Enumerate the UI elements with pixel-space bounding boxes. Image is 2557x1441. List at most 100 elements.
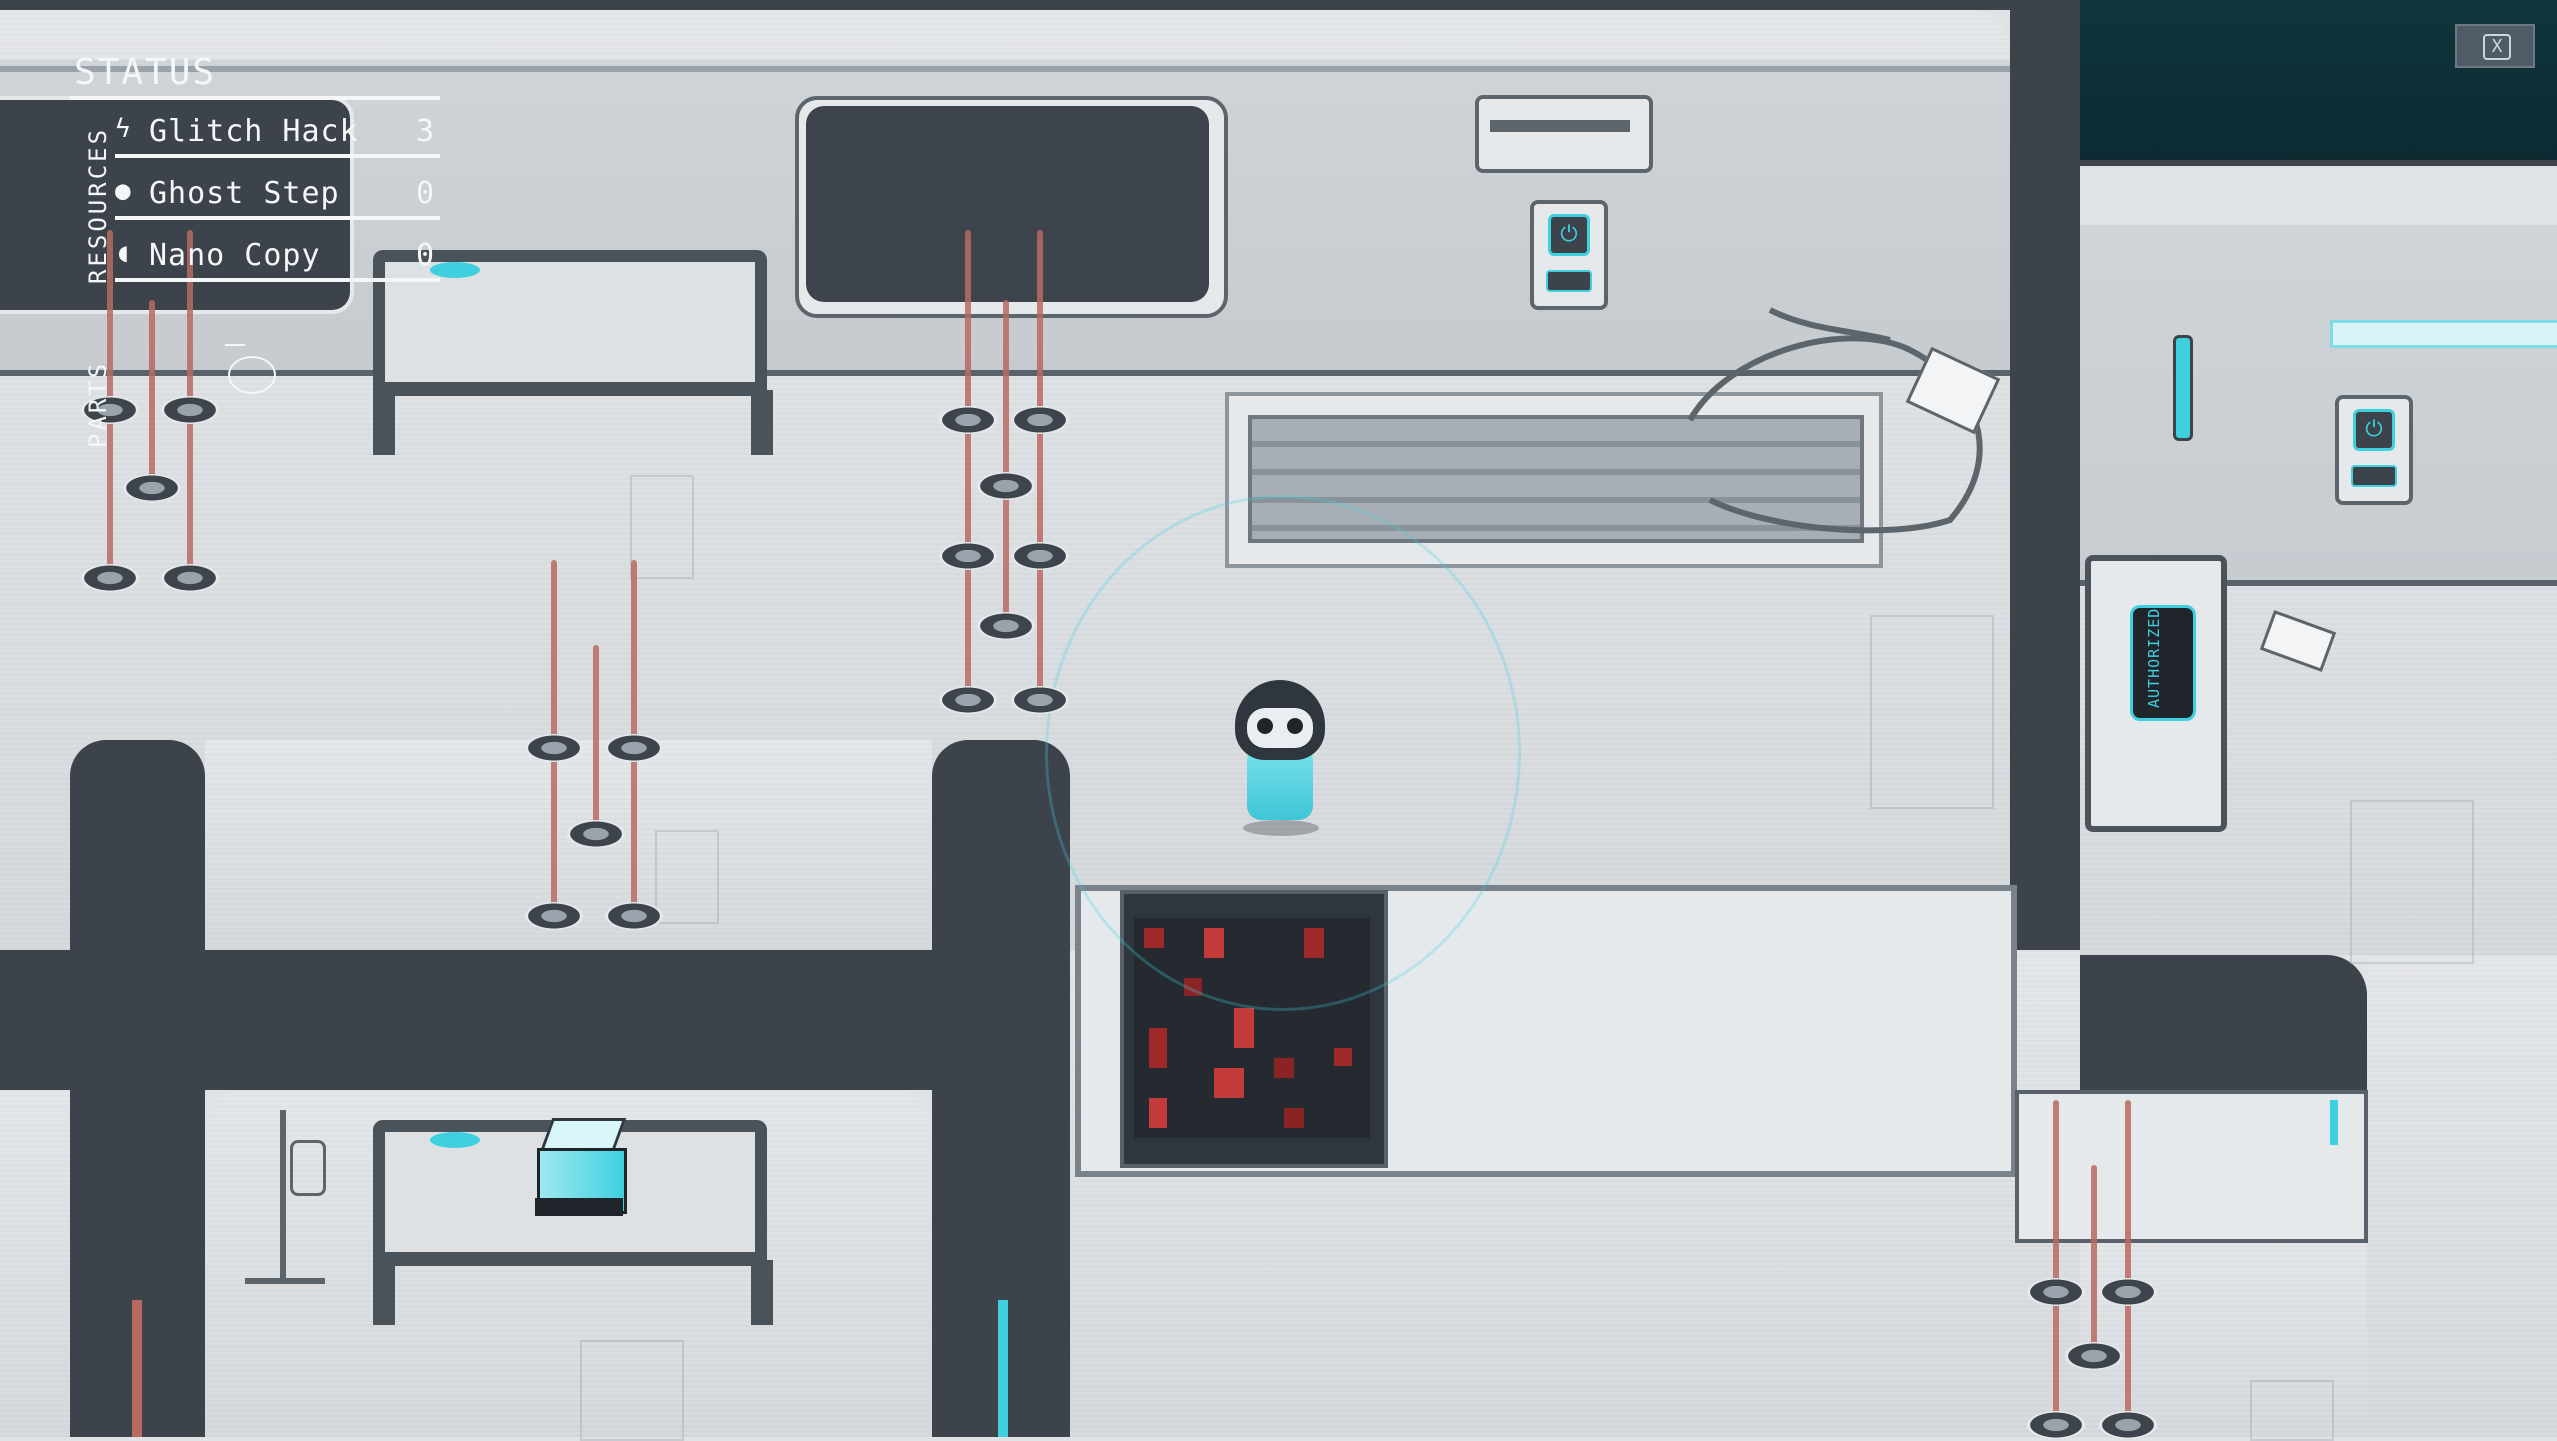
- laser-emitter-ring: [525, 734, 583, 762]
- laser-emitter-ring: [977, 472, 1035, 500]
- bench-upper-leg: [751, 390, 773, 455]
- bench-lower-cyan-bulb: [430, 1132, 480, 1148]
- hud-title-underline: [70, 96, 440, 100]
- player-shadow: [1243, 820, 1319, 836]
- close-button[interactable]: X: [2455, 24, 2535, 68]
- resource-name: Ghost Step: [149, 176, 340, 211]
- parts-label: PARTS: [84, 360, 112, 448]
- laser-beam: [593, 645, 599, 834]
- hud-title: STATUS: [74, 52, 217, 93]
- nano-copy-icon: ◖: [115, 238, 131, 268]
- resource-count: 0: [415, 176, 434, 211]
- laser-emitter-ring: [2065, 1342, 2123, 1370]
- wall-trim: [0, 66, 2010, 72]
- laser-emitter-ring: [567, 820, 625, 848]
- corridor-red-light: [132, 1300, 142, 1437]
- ghost-step-icon: ●: [115, 176, 131, 206]
- iv-pole: [280, 1110, 286, 1280]
- resource-glitch-hack: ϟ Glitch Hack 3: [115, 108, 440, 158]
- lower-right-floor: [2367, 955, 2557, 1437]
- right-lower-cabinet: [2015, 1090, 2368, 1243]
- power-terminal[interactable]: ⏻: [2335, 395, 2413, 505]
- bench-upper-leg: [373, 390, 395, 455]
- part-slot-icon: [225, 344, 245, 352]
- laser-beam: [2125, 1100, 2131, 1425]
- resource-name: Glitch Hack: [149, 114, 359, 149]
- laser-emitter-ring: [1011, 686, 1069, 714]
- resources-label: RESOURCES: [84, 126, 112, 284]
- laser-emitter-ring: [1011, 406, 1069, 434]
- iv-bag: [290, 1140, 326, 1196]
- iv-stand: [240, 1110, 330, 1290]
- laser-emitter-ring: [977, 612, 1035, 640]
- power-icon: ⏻: [2353, 409, 2395, 451]
- laser-beam: [1037, 230, 1043, 700]
- terminal-slot: [2351, 465, 2397, 487]
- wall-device: [1475, 95, 1653, 173]
- player-character[interactable]: [1225, 680, 1335, 840]
- right-lower-cabinet-light: [2330, 1100, 2338, 1145]
- right-room-back-wall: [2080, 225, 2557, 586]
- resource-count: 0: [415, 238, 434, 273]
- laser-emitter-ring: [2027, 1411, 2085, 1439]
- power-icon: ⏻: [1548, 214, 1590, 256]
- power-terminal[interactable]: ⏻: [1530, 200, 1608, 310]
- cyan-light-strip: [2330, 320, 2557, 348]
- player-eye: [1287, 718, 1303, 734]
- laser-beam: [149, 300, 155, 488]
- lamp-tube: [2173, 335, 2193, 441]
- laser-emitter-ring: [123, 474, 181, 502]
- wall-panel-left: [0, 96, 354, 314]
- laser-beam: [2091, 1165, 2097, 1356]
- resource-underline: [115, 278, 440, 282]
- player-eye: [1257, 718, 1273, 734]
- cube-base: [535, 1198, 623, 1216]
- lightning-icon: ϟ: [115, 114, 131, 144]
- right-divider-wall: [2010, 0, 2080, 1100]
- bench-lower-leg: [751, 1260, 773, 1325]
- laser-emitter-ring: [939, 406, 997, 434]
- lower-left-floor: [0, 1090, 70, 1437]
- laser-emitter-ring: [939, 686, 997, 714]
- laser-emitter-ring: [81, 396, 139, 424]
- part-slot-icon: [228, 356, 276, 394]
- laser-emitter-ring: [161, 396, 219, 424]
- laser-emitter-ring: [2099, 1278, 2157, 1306]
- resource-ghost-step: ● Ghost Step 0: [115, 170, 440, 220]
- laser-emitter-ring: [939, 542, 997, 570]
- resource-name: Nano Copy: [149, 238, 321, 273]
- close-icon: X: [2483, 34, 2511, 60]
- laser-emitter-ring: [161, 564, 219, 592]
- top-wall: [0, 0, 2557, 10]
- laser-emitter-ring: [81, 564, 139, 592]
- laser-emitter-ring: [2099, 1411, 2157, 1439]
- laser-emitter-ring: [2027, 1278, 2085, 1306]
- resource-nano-copy: ◖ Nano Copy 0: [115, 232, 440, 282]
- part-cube-pickup[interactable]: [535, 1118, 627, 1218]
- corridor-cyan-light: [998, 1300, 1008, 1437]
- wall-monitor-screen: [806, 106, 1209, 302]
- laser-beam: [2053, 1100, 2059, 1425]
- status-hud: STATUS RESOURCES PARTS ϟ Glitch Hack 3 ●…: [70, 48, 450, 468]
- laser-beam: [965, 230, 971, 700]
- laser-emitter-ring: [1011, 542, 1069, 570]
- detection-radius: [1045, 495, 1521, 1011]
- iv-base: [245, 1278, 325, 1284]
- resource-underline: [115, 154, 440, 158]
- terminal-slot: [1546, 270, 1592, 292]
- floor-tile: [2350, 800, 2474, 964]
- floor-tile: [1870, 615, 1994, 809]
- laser-emitter-ring: [605, 734, 663, 762]
- resource-underline: [115, 216, 440, 220]
- bench-lower-leg: [373, 1260, 395, 1325]
- laser-emitter-ring: [525, 902, 583, 930]
- authorized-sign[interactable]: AUTHORIZED: [2130, 605, 2196, 721]
- floor-tile: [655, 830, 719, 924]
- laser-emitter-ring: [605, 902, 663, 930]
- laser-beam: [1003, 300, 1009, 626]
- bench-upper-cyan-bulb: [430, 262, 480, 278]
- lamp-device: [2165, 315, 2195, 465]
- resource-count: 3: [415, 114, 434, 149]
